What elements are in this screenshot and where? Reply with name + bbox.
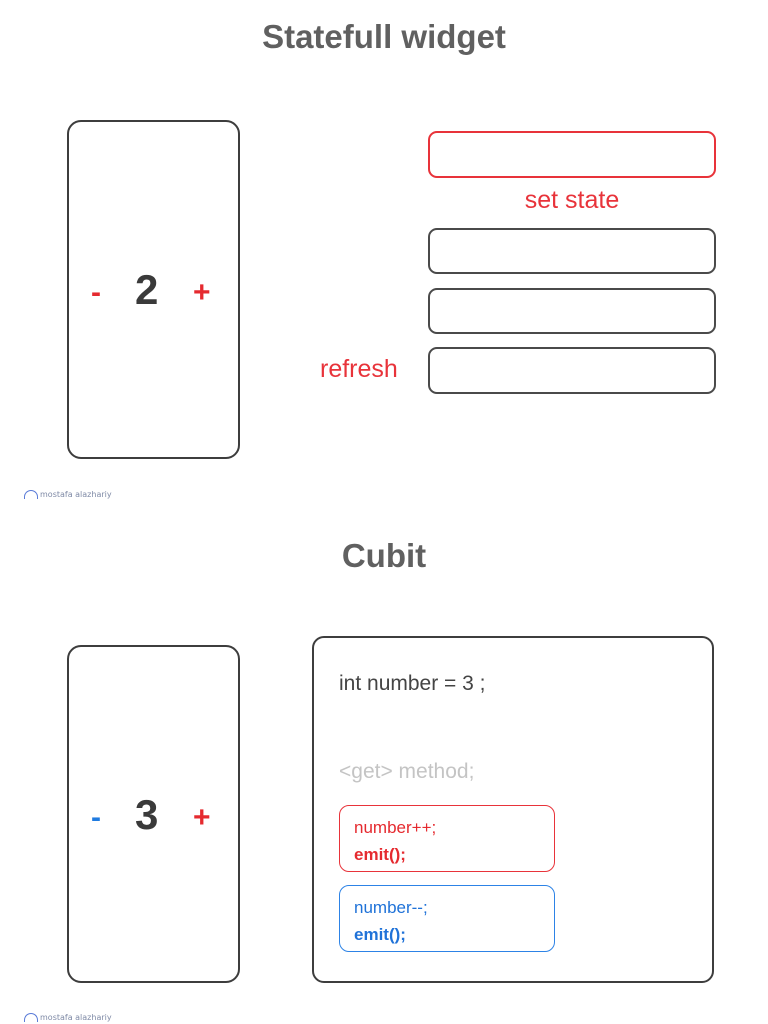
statefull-widget-title: Statefull widget bbox=[262, 18, 506, 55]
number-declaration: int number = 3 ; bbox=[339, 672, 486, 695]
minus-button[interactable]: - bbox=[91, 801, 101, 834]
widget-box-updated bbox=[428, 131, 716, 178]
counter-value: 2 bbox=[135, 266, 159, 313]
emit-call: emit(); bbox=[354, 925, 406, 944]
phone-mockup-statefull: - 2 + bbox=[67, 120, 240, 459]
author-logo-icon bbox=[24, 490, 38, 499]
cubit-code-panel: int number = 3 ; <get> method; number++;… bbox=[312, 636, 714, 983]
plus-button[interactable]: + bbox=[193, 276, 211, 309]
widget-box-4 bbox=[428, 347, 716, 394]
watermark-text: mostafa alazhariy bbox=[40, 490, 112, 499]
increment-method-box: number++; emit(); bbox=[339, 805, 555, 872]
phone-mockup-cubit: - 3 + bbox=[67, 645, 240, 983]
minus-button[interactable]: - bbox=[91, 276, 101, 309]
increment-line: number++; bbox=[354, 818, 437, 837]
widget-box-2 bbox=[428, 228, 716, 274]
cubit-title: Cubit bbox=[341, 537, 427, 574]
decrement-line: number--; bbox=[354, 898, 428, 917]
watermark-top: mostafa alazhariy bbox=[24, 490, 112, 499]
watermark-text: mostafa alazhariy bbox=[40, 1013, 112, 1022]
author-logo-icon bbox=[24, 1013, 38, 1022]
emit-call: emit(); bbox=[354, 845, 406, 864]
plus-button[interactable]: + bbox=[193, 801, 211, 834]
set-state-label: set state bbox=[524, 186, 620, 214]
refresh-label: refresh bbox=[320, 355, 398, 383]
watermark-bottom: mostafa alazhariy bbox=[24, 1013, 112, 1022]
widget-box-3 bbox=[428, 288, 716, 334]
decrement-method-box: number--; emit(); bbox=[339, 885, 555, 952]
counter-value: 3 bbox=[135, 791, 159, 838]
getter-method: <get> method; bbox=[339, 760, 475, 783]
